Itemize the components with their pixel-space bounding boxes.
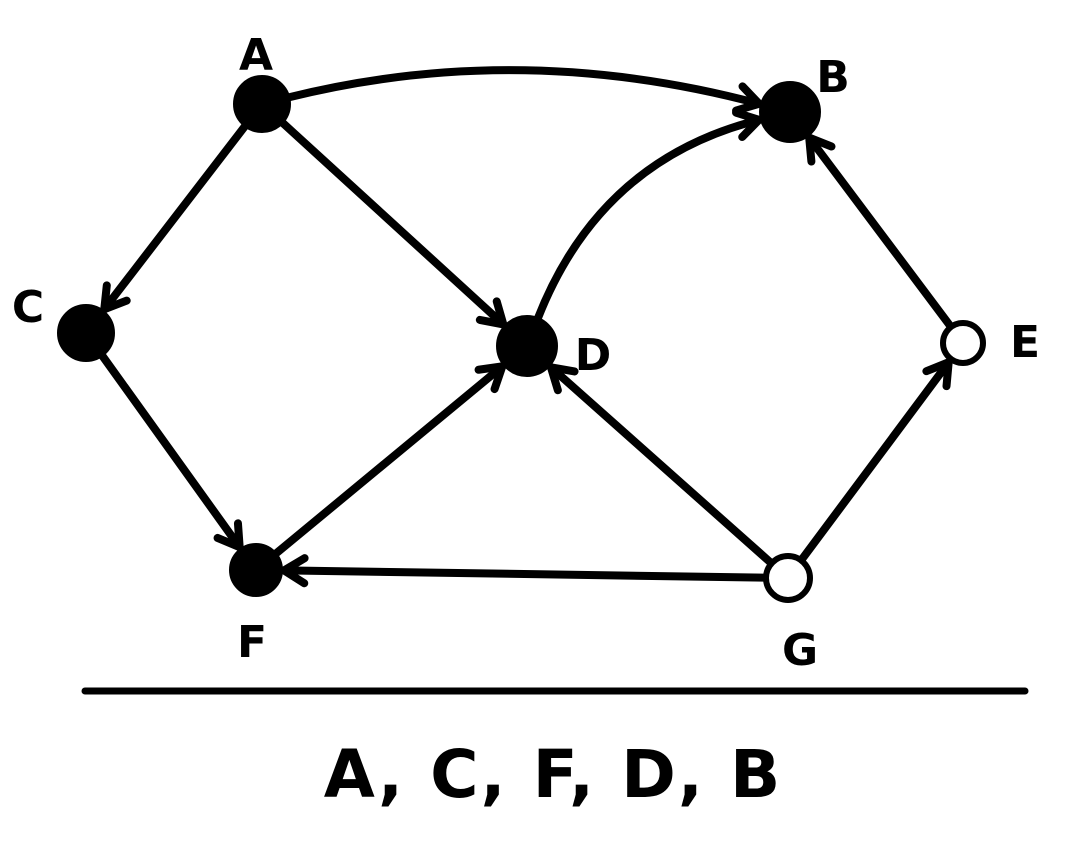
node-c-visited bbox=[57, 304, 115, 362]
node-d-visited bbox=[496, 315, 558, 377]
node-label-c: C bbox=[12, 282, 44, 333]
arrowhead bbox=[546, 363, 579, 395]
edge-line bbox=[533, 115, 763, 323]
node-a-visited bbox=[233, 75, 291, 133]
arrowhead bbox=[805, 133, 836, 166]
edge-line bbox=[98, 351, 244, 552]
edge-line bbox=[278, 118, 508, 329]
arrowhead bbox=[474, 362, 507, 394]
edge-c-to-f bbox=[98, 351, 244, 552]
node-label-f: F bbox=[237, 617, 267, 668]
node-label-d: D bbox=[575, 330, 612, 381]
edge-a-to-b bbox=[285, 66, 764, 115]
node-b-visited bbox=[759, 81, 821, 143]
arrowhead bbox=[922, 358, 953, 391]
node-label-e: E bbox=[1010, 317, 1040, 368]
edges-layer bbox=[98, 66, 954, 588]
node-e-unvisited bbox=[940, 320, 986, 366]
labels-layer: A B C D E F G bbox=[12, 30, 1040, 676]
edge-a-to-d bbox=[278, 118, 508, 329]
edge-line bbox=[798, 358, 953, 563]
edge-line bbox=[546, 363, 775, 567]
edge-a-to-c bbox=[100, 122, 249, 314]
node-label-a: A bbox=[239, 30, 273, 81]
edge-line bbox=[805, 133, 954, 330]
node-label-b: B bbox=[816, 52, 850, 103]
edge-line bbox=[279, 566, 769, 582]
edge-e-to-b bbox=[805, 133, 954, 330]
edge-g-to-d bbox=[546, 363, 775, 567]
node-g-unvisited bbox=[763, 553, 813, 603]
edge-line bbox=[100, 122, 249, 314]
arrowhead bbox=[213, 519, 244, 552]
arrowhead bbox=[279, 554, 309, 588]
edge-g-to-f bbox=[279, 554, 769, 588]
visit-sequence: A, C, F, D, B bbox=[324, 736, 783, 813]
edge-g-to-e bbox=[798, 358, 953, 563]
arrowhead bbox=[475, 297, 508, 329]
edge-f-to-d bbox=[272, 362, 507, 558]
edge-d-to-b bbox=[533, 108, 763, 323]
arrowhead bbox=[100, 281, 131, 314]
node-label-g: G bbox=[782, 625, 818, 676]
nodes-layer bbox=[57, 75, 986, 603]
edge-line bbox=[272, 362, 507, 558]
node-f-visited bbox=[229, 543, 283, 597]
arrowhead bbox=[732, 82, 764, 115]
edge-line bbox=[285, 66, 764, 108]
arrowhead bbox=[732, 108, 763, 142]
